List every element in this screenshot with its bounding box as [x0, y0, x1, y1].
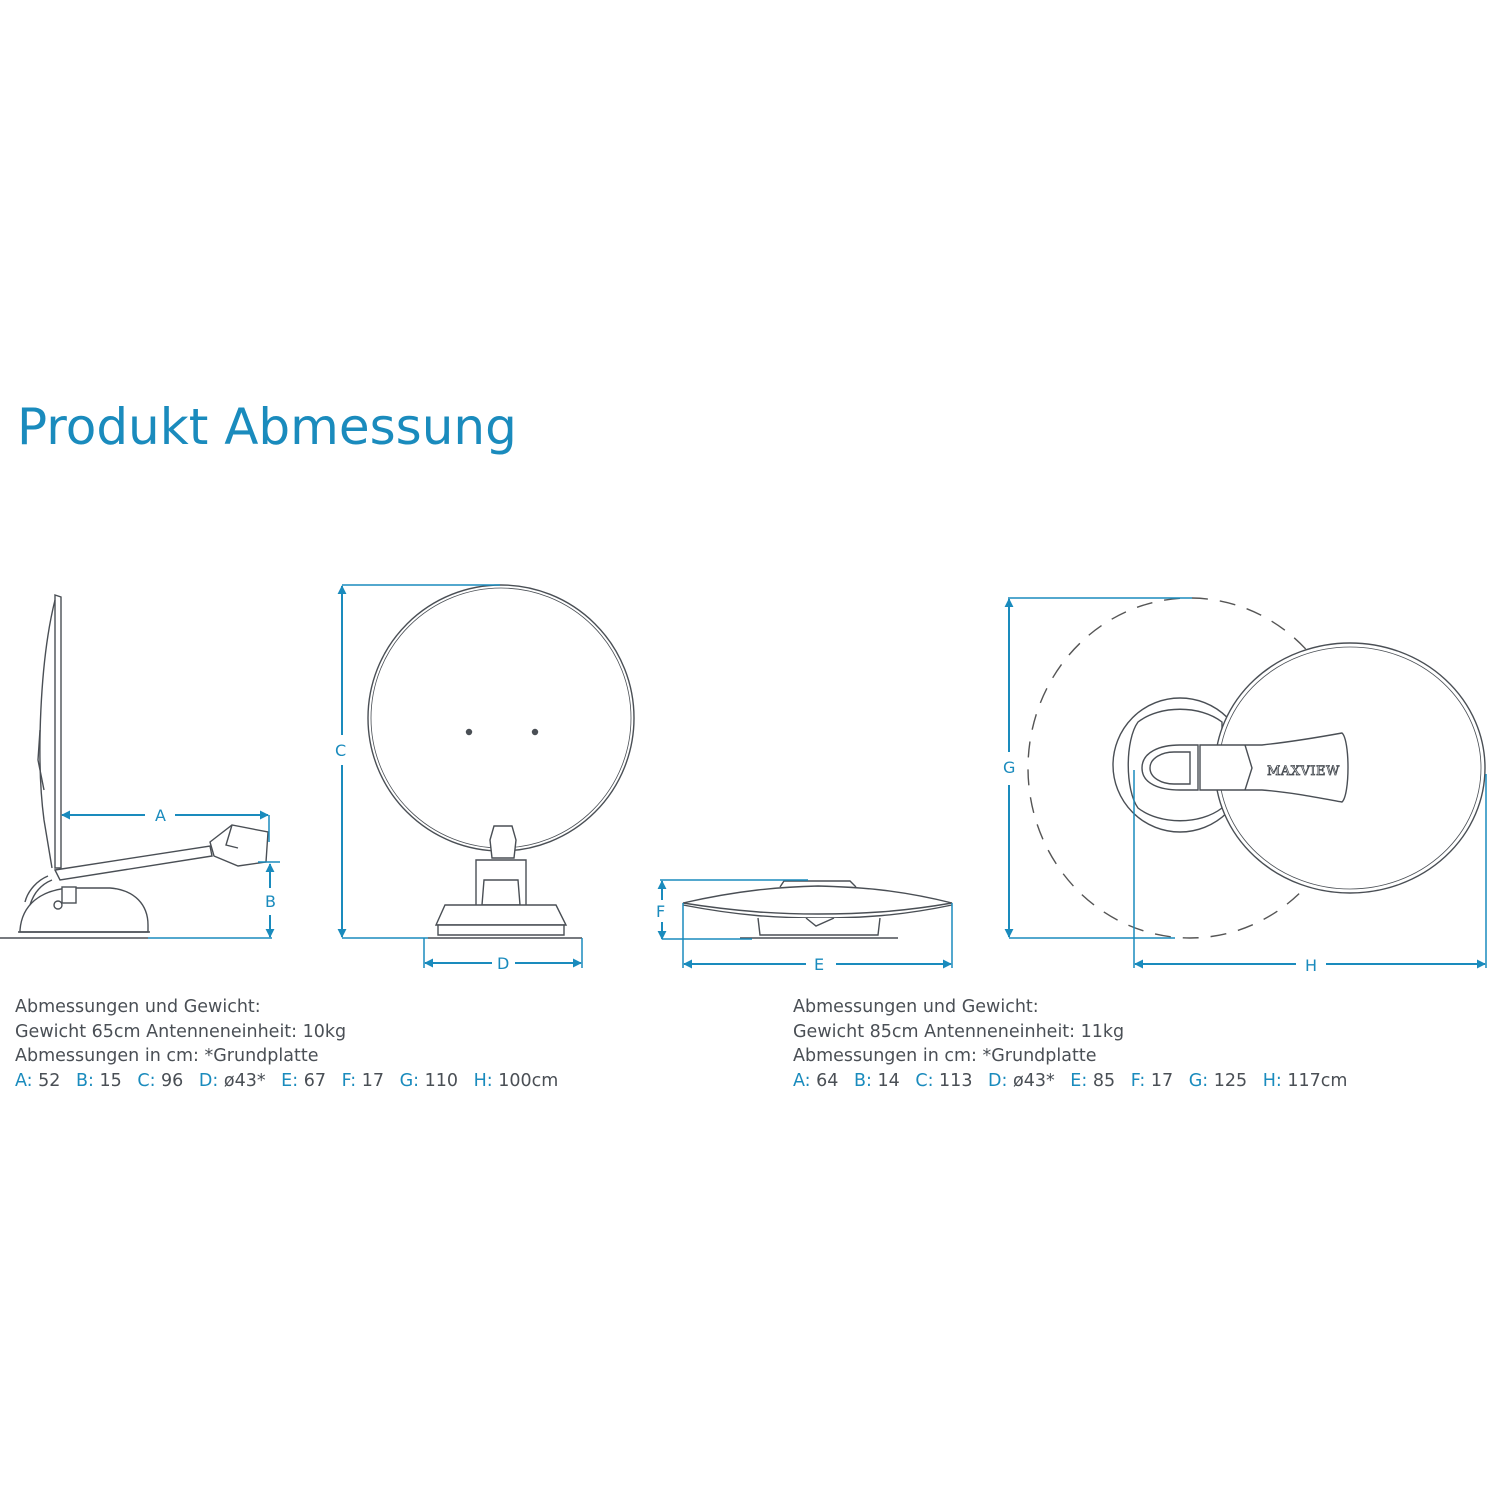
spec-key: D:: [198, 1070, 219, 1091]
spec-value: 96: [161, 1070, 184, 1091]
spec-key: C:: [137, 1070, 156, 1091]
folded-view-dimensions: [657, 879, 953, 969]
top-view-dimensions: [1004, 597, 1487, 969]
dim-label-e: E: [814, 955, 824, 974]
side-view-drawing: [0, 594, 269, 939]
spec-value: 64: [816, 1070, 839, 1091]
spec-value: 17: [361, 1070, 385, 1091]
spec-key: A:: [793, 1070, 811, 1091]
spec-value: 100cm: [498, 1070, 559, 1091]
spec-key: G:: [399, 1070, 420, 1091]
spec-value: ø43*: [223, 1070, 266, 1091]
dim-label-g: G: [1003, 758, 1015, 777]
spec-value: 67: [303, 1070, 326, 1091]
spec-key: B:: [854, 1070, 872, 1091]
spec-key: A:: [15, 1070, 33, 1091]
specs-weight: Gewicht 65cm Antenneneinheit: 10kg: [15, 1021, 347, 1042]
specs-heading: Abmessungen und Gewicht:: [793, 997, 1039, 1017]
specs-85cm: Abmessungen und Gewicht: Gewicht 85cm An…: [793, 995, 1357, 1093]
front-view-dimensions: [337, 584, 583, 968]
spec-value: 110: [424, 1070, 459, 1091]
specs-weight: Gewicht 85cm Antenneneinheit: 11kg: [793, 1021, 1125, 1042]
page-title: Produkt Abmessung: [17, 398, 517, 456]
spec-key: H:: [473, 1070, 493, 1091]
spec-key: F:: [1130, 1070, 1146, 1091]
top-view-drawing: [1027, 597, 1486, 939]
spec-key: E:: [1070, 1070, 1088, 1091]
specs-units-note: Abmessungen in cm: *Grundplatte: [15, 1046, 319, 1066]
spec-value: 85: [1092, 1070, 1116, 1091]
dim-label-d: D: [497, 954, 509, 973]
spec-key: C:: [915, 1070, 934, 1091]
spec-value: 14: [877, 1070, 900, 1091]
spec-key: H:: [1262, 1070, 1282, 1091]
spec-value: 52: [38, 1070, 61, 1091]
dim-label-c: C: [335, 741, 346, 760]
side-view-dimensions: [61, 810, 280, 939]
front-view-drawing: [367, 584, 635, 939]
dim-label-f: F: [656, 902, 665, 921]
specs-65cm: Abmessungen und Gewicht: Gewicht 65cm An…: [15, 995, 568, 1093]
spec-value: 125: [1213, 1070, 1248, 1091]
dim-label-a: A: [155, 806, 166, 825]
spec-value: 17: [1150, 1070, 1174, 1091]
spec-key: G:: [1188, 1070, 1209, 1091]
dim-label-b: B: [265, 892, 276, 911]
spec-key: F:: [341, 1070, 357, 1091]
spec-key: E:: [281, 1070, 299, 1091]
specs-units-note: Abmessungen in cm: *Grundplatte: [793, 1046, 1097, 1066]
spec-value: 117cm: [1287, 1070, 1348, 1091]
spec-value: 113: [939, 1070, 973, 1091]
spec-key: D:: [988, 1070, 1008, 1091]
brand-logo: MAXVIEW: [1267, 764, 1340, 779]
specs-values: A: 64 B: 14 C: 113 D: ø43* E: 85 F: 17 G…: [793, 1069, 1357, 1094]
specs-heading: Abmessungen und Gewicht:: [15, 997, 261, 1017]
specs-values: A: 52 B: 15 C: 96 D: ø43* E: 67 F: 17 G:…: [15, 1069, 568, 1094]
folded-view-drawing: [682, 880, 953, 939]
spec-key: B:: [76, 1070, 94, 1091]
dim-label-h: H: [1305, 956, 1317, 975]
spec-value: 15: [99, 1070, 122, 1091]
spec-value: ø43*: [1012, 1070, 1055, 1091]
